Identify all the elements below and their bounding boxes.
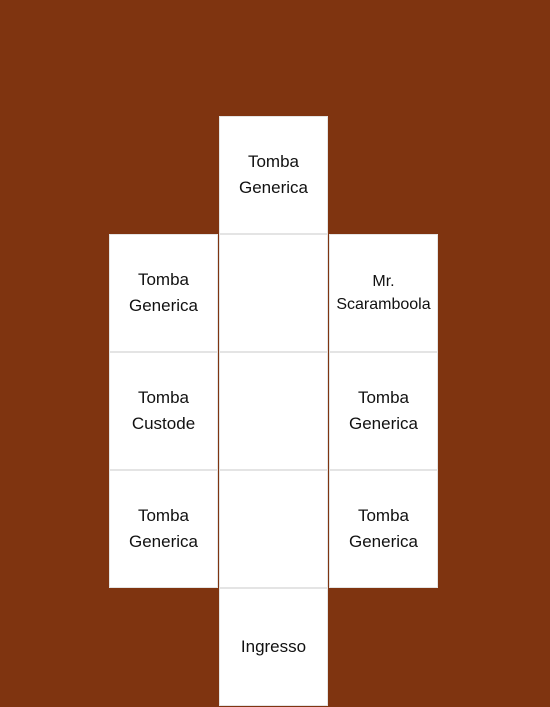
room-label: Tomba Generica: [129, 506, 198, 551]
corridor-row2[interactable]: [219, 352, 328, 470]
corridor-row1[interactable]: [219, 234, 328, 352]
room-label: Tomba Generica: [349, 506, 418, 551]
room-label: Ingresso: [240, 637, 307, 656]
room-label: Tomba Generica: [239, 152, 308, 197]
room-entrance-ingresso[interactable]: Ingresso: [219, 588, 328, 706]
corridor-row3[interactable]: [219, 470, 328, 588]
room-top-tomba-generica[interactable]: Tomba Generica: [219, 116, 328, 234]
room-row1-left-tomba-generica[interactable]: Tomba Generica: [109, 234, 218, 352]
room-row2-right-tomba-generica[interactable]: Tomba Generica: [329, 352, 438, 470]
room-label: Tomba Generica: [349, 388, 418, 433]
room-row3-left-tomba-generica[interactable]: Tomba Generica: [109, 470, 218, 588]
room-label: Tomba Custode: [131, 388, 196, 433]
room-label: Tomba Generica: [129, 270, 198, 315]
room-label: Mr. Scaramboola: [336, 273, 431, 313]
room-row1-right-mr-scaramboola[interactable]: Mr. Scaramboola: [329, 234, 438, 352]
room-row3-right-tomba-generica[interactable]: Tomba Generica: [329, 470, 438, 588]
room-row2-left-tomba-custode[interactable]: Tomba Custode: [109, 352, 218, 470]
